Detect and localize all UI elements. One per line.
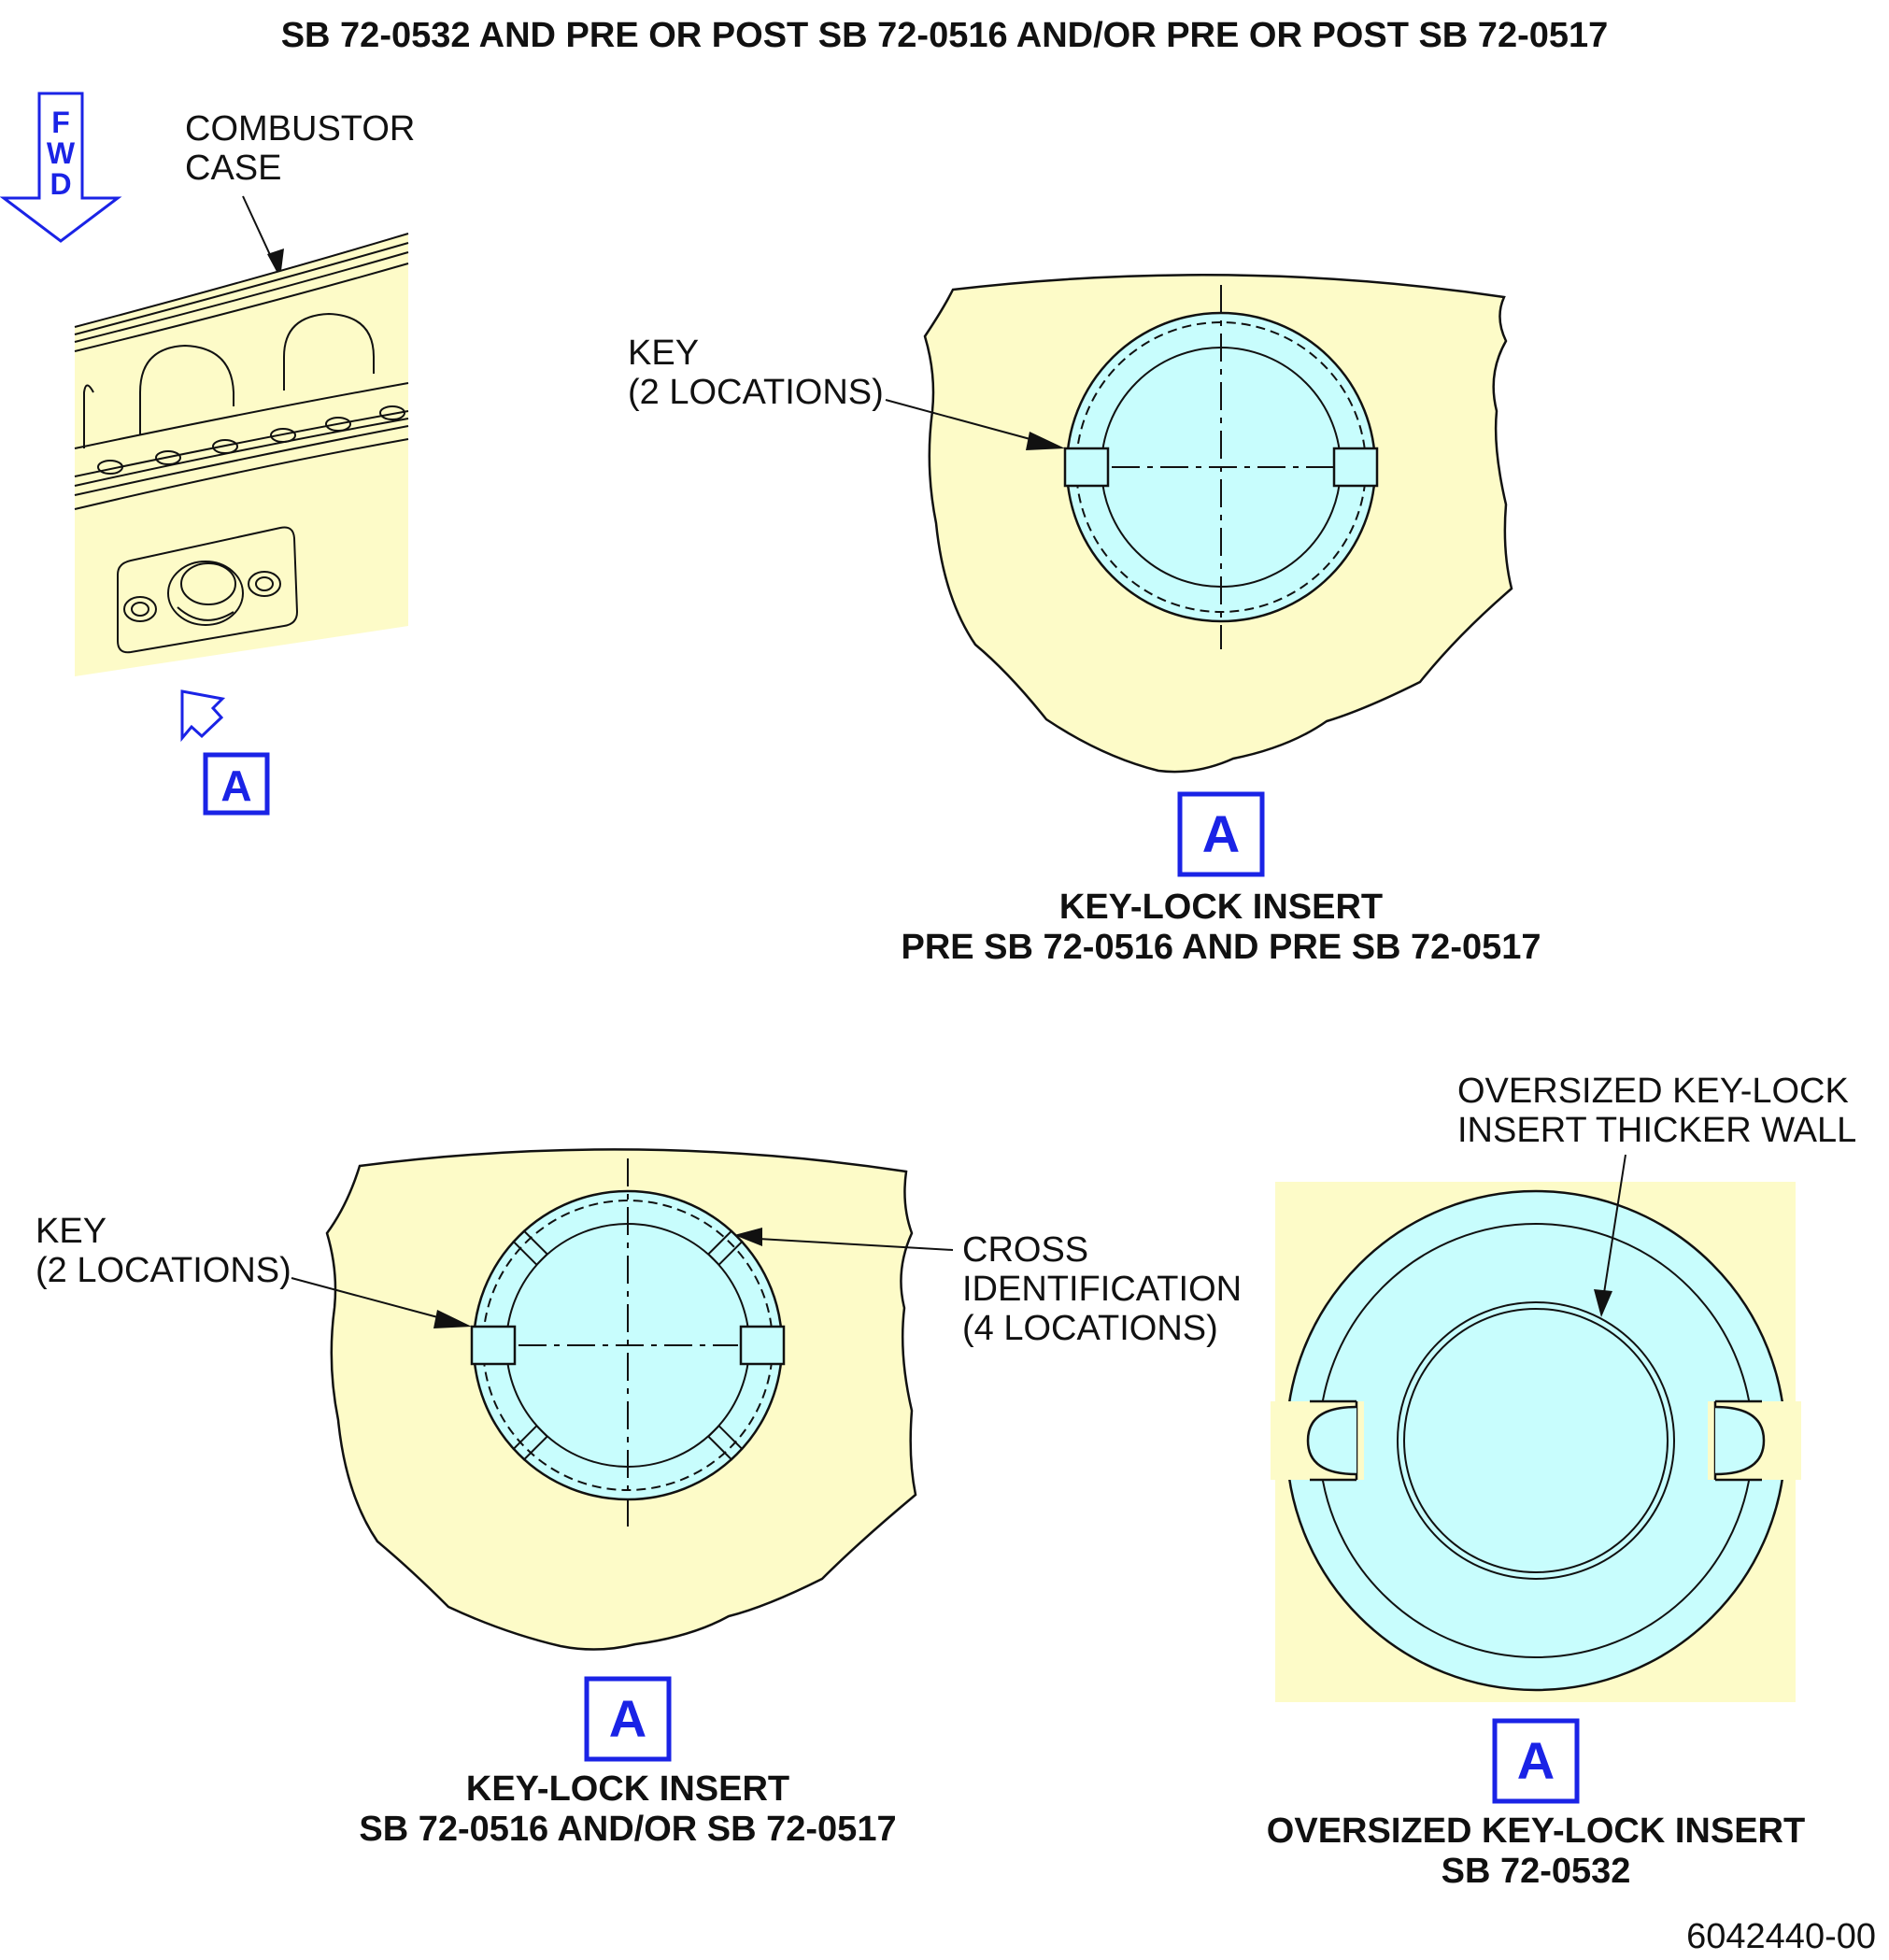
view3-caption-line2: SB 72-0532 [1442,1852,1631,1891]
fwd-letter-d: D [50,167,71,201]
view2-key-label-line1: KEY [36,1212,107,1251]
view3-marker: A [1517,1731,1555,1790]
overview-view-marker-box [203,752,270,816]
view3-key-left [1271,1399,1364,1482]
combustor-case-label-line1: COMBUSTOR [185,109,415,149]
drawing-number: 6042440-00 [1686,1917,1876,1956]
view2-key-label-line2: (2 LOCATIONS) [36,1251,291,1290]
view1-key-label-line2: (2 LOCATIONS) [628,373,884,412]
fwd-letter-f: F [51,106,70,139]
view2-cross-label-line2: IDENTIFICATION [962,1270,1242,1309]
view3-key-right [1708,1399,1801,1482]
view1-marker-box [1177,791,1265,877]
view-a-pointer-icon [180,689,226,743]
view2-key-right [739,1325,786,1366]
view2-marker: A [609,1689,646,1748]
view3-caption-line1: OVERSIZED KEY-LOCK INSERT [1267,1811,1805,1851]
view1-key-left [1063,447,1110,488]
view1-key-right [1332,447,1379,488]
view2-caption-line1: KEY-LOCK INSERT [466,1769,789,1809]
view2-key-left [470,1325,517,1366]
view1-caption-line1: KEY-LOCK INSERT [1059,888,1383,927]
view1-key-label-line1: KEY [628,334,699,373]
combustor-case-leader [242,195,284,278]
view2-cross-leader [734,1228,954,1251]
view2-marker-box [584,1676,672,1762]
view2-cross-label-line1: CROSS [962,1230,1088,1270]
combustor-case-label-line2: CASE [185,149,281,188]
combustor-case-drawing [74,233,409,676]
view3-wall-leader [1594,1154,1626,1317]
view2-cross-identification-marks [512,1229,744,1461]
view2-key-leader [291,1277,472,1328]
view3-wall-label-line1: OVERSIZED KEY-LOCK [1457,1072,1849,1111]
page-title: SB 72-0532 AND PRE OR POST SB 72-0516 AN… [281,16,1609,55]
view3-marker-box [1492,1718,1580,1804]
view1-key-leader [885,399,1065,450]
view2-caption-line2: SB 72-0516 AND/OR SB 72-0517 [359,1810,896,1849]
fwd-letter-w: W [47,136,76,170]
view3-wall-label-line2: INSERT THICKER WALL [1457,1111,1856,1150]
fwd-arrow-icon [0,92,122,243]
overview-view-marker: A [220,761,251,810]
view1-caption-line2: PRE SB 72-0516 AND PRE SB 72-0517 [901,928,1541,967]
view2-cross-label-line3: (4 LOCATIONS) [962,1309,1218,1348]
view1-marker: A [1202,804,1240,863]
